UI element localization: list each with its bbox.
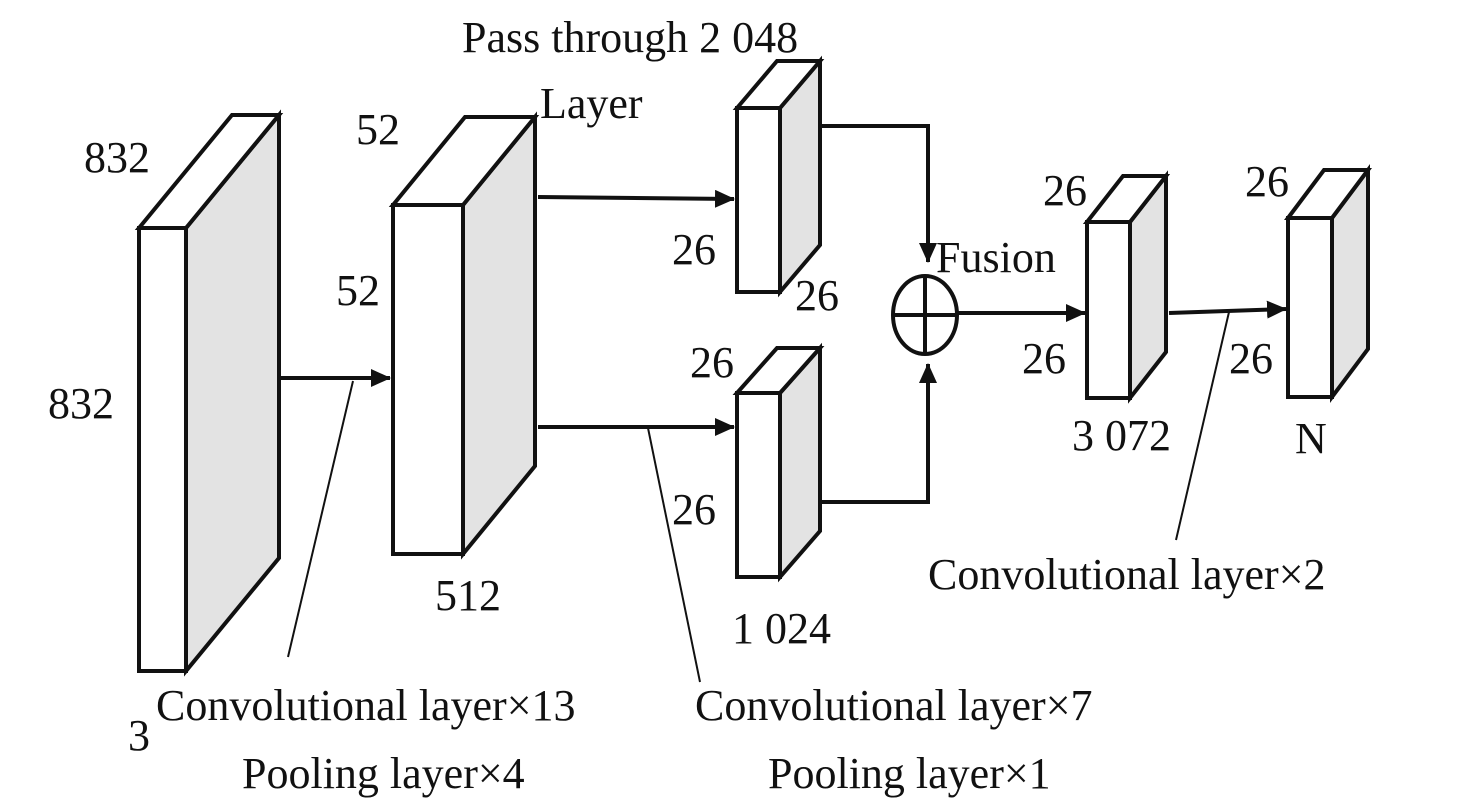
backbone-dim-side: 52 [336, 266, 380, 315]
arrow-backbone-to-passthrough [537, 189, 735, 208]
stage1-pool-label: Pooling layer×4 [242, 749, 525, 798]
branch-feature-block [732, 342, 825, 583]
circled-plus-icon [891, 274, 959, 356]
backbone-dim-depth: 512 [435, 571, 501, 620]
pass-through-label-line2: Layer [540, 79, 643, 128]
arrow-passthrough-to-fusion [820, 124, 937, 263]
branch-block-front-face [735, 391, 782, 579]
fused-block-front-face [1085, 220, 1132, 400]
passthrough-dim-left: 26 [672, 225, 716, 274]
branch-dim-side: 26 [672, 485, 716, 534]
output-feature-block [1284, 164, 1372, 403]
input-dim-top: 832 [84, 133, 150, 182]
input-block-front-face [137, 226, 188, 673]
leader-stage3 [1175, 311, 1230, 541]
stage1-conv-label: Convolutional layer×13 [156, 681, 576, 730]
branch-dim-top: 26 [690, 338, 734, 387]
output-block-front-face [1286, 216, 1334, 399]
fused-dim-depth: 3 072 [1072, 411, 1171, 460]
fused-dim-side: 26 [1022, 334, 1066, 383]
arrow-fused-to-output [1168, 300, 1287, 319]
leader-stage1 [287, 380, 354, 658]
pass-through-label-line1: Pass through 2 048 [462, 13, 798, 62]
output-dim-depth: N [1295, 414, 1327, 463]
arrow-branch-to-fusion [820, 363, 937, 504]
output-dim-top: 26 [1245, 157, 1289, 206]
stage2-pool-label: Pooling layer×1 [768, 749, 1051, 798]
fusion-label: Fusion [936, 233, 1056, 282]
fused-feature-block [1082, 170, 1171, 404]
passthrough-block-front-face [735, 106, 782, 294]
backbone-feature-block [388, 111, 540, 560]
input-dim-depth: 3 [128, 711, 150, 760]
leader-stage2 [647, 427, 701, 683]
stage3-conv-label: Convolutional layer×2 [928, 550, 1326, 599]
input-dim-side: 832 [48, 379, 114, 428]
fused-dim-top: 26 [1043, 166, 1087, 215]
branch-dim-depth: 1 024 [732, 604, 831, 653]
backbone-block-front-face [391, 203, 465, 556]
output-dim-side: 26 [1229, 334, 1273, 383]
passthrough-feature-block [732, 55, 825, 298]
stage2-conv-label: Convolutional layer×7 [695, 681, 1093, 730]
passthrough-dim-right: 26 [795, 271, 839, 320]
input-feature-block [134, 109, 284, 677]
backbone-dim-top: 52 [356, 105, 400, 154]
